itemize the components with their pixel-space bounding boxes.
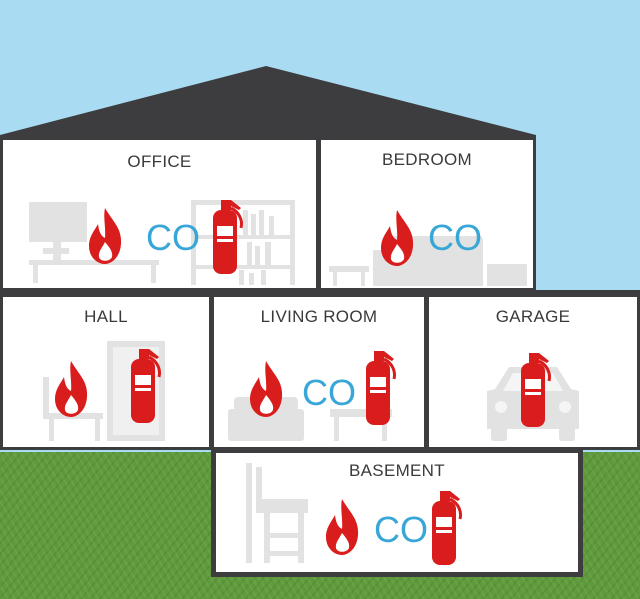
carbon-monoxide-icon: CO [302, 372, 356, 413]
office-scene: CO [29, 200, 295, 285]
flame-icon [381, 210, 414, 266]
fire-extinguisher-icon [521, 353, 551, 427]
living-room-furniture [228, 397, 392, 441]
flame-icon [326, 499, 359, 555]
flame-icon [55, 361, 88, 417]
carbon-monoxide-icon: CO [374, 509, 428, 550]
living-room-scene: CO [228, 351, 396, 441]
room-label-garage: GARAGE [495, 307, 571, 326]
room-label-bedroom: BEDROOM [382, 150, 472, 169]
carbon-monoxide-icon: CO [146, 217, 200, 258]
room-label-living-room: LIVING ROOM [260, 307, 378, 326]
garage-scene [487, 353, 579, 441]
carbon-monoxide-icon: CO [428, 217, 482, 258]
room-label-basement: BASEMENT [349, 461, 445, 480]
room-label-office: OFFICE [127, 152, 192, 171]
flame-icon [250, 361, 283, 417]
room-basement: BASEMENT CO [216, 453, 578, 572]
room-bedroom: BEDROOM CO [321, 140, 533, 288]
fire-extinguisher-icon [366, 351, 396, 425]
hall-scene [43, 341, 165, 441]
room-living-room: LIVING ROOM CO [214, 297, 424, 447]
bedroom-scene: CO [329, 210, 527, 286]
fire-extinguisher-icon [432, 491, 462, 565]
flame-icon [89, 208, 122, 264]
room-garage: GARAGE [429, 297, 637, 447]
fire-extinguisher-icon [213, 200, 243, 274]
office-furniture [29, 200, 295, 285]
basement-scene: CO [246, 463, 462, 565]
fire-extinguisher-icon [131, 349, 161, 423]
basement-furniture [246, 463, 308, 563]
room-label-hall: HALL [84, 307, 128, 326]
house-roof [0, 66, 536, 135]
room-office: OFFICE CO [3, 140, 316, 288]
room-hall: HALL [3, 297, 209, 447]
